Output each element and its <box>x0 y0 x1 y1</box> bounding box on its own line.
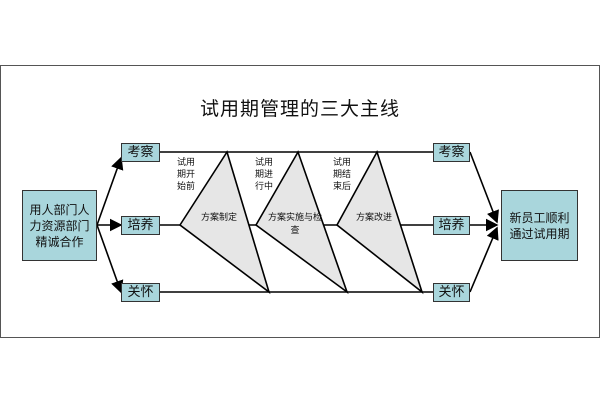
left-source-text: 用人部门人力资源部门精诚合作 <box>29 202 90 249</box>
arrow-right-bottom <box>469 226 499 293</box>
left-label-kaocha: 考察 <box>121 143 160 162</box>
right-label-guanhuai: 关怀 <box>433 283 470 302</box>
left-label-guanhuai: 关怀 <box>121 283 160 302</box>
stage-1-period-label: 试用期开始前 <box>177 158 196 192</box>
stage-1-triangle-label: 方案制定 <box>200 213 237 223</box>
stage-3-period-label: 试用期结束后 <box>333 158 352 192</box>
diagram-title: 试用期管理的三大主线 <box>199 98 400 120</box>
right-label-peiyang: 培养 <box>433 216 470 235</box>
stage-3-triangle-label: 方案改进 <box>355 213 392 223</box>
stage-triangle-3 <box>335 149 424 295</box>
stage-triangle-2 <box>254 150 349 295</box>
arrow-right-top <box>469 151 499 224</box>
arrow-left-bottom <box>96 224 124 294</box>
arrow-left-top <box>96 156 124 226</box>
right-result-text: 新员工顺利通过试用期 <box>509 210 570 241</box>
stage-2-triangle-label: 方案实施与检查 <box>268 213 323 236</box>
stage-2-period-label: 试用期进行中 <box>255 158 274 192</box>
left-source-box: 用人部门人力资源部门精诚合作 <box>22 190 97 261</box>
left-label-peiyang: 培养 <box>121 216 160 235</box>
stage-triangle-1 <box>178 150 271 295</box>
right-label-kaocha: 考察 <box>433 143 470 162</box>
right-result-box: 新员工顺利通过试用期 <box>501 190 578 261</box>
